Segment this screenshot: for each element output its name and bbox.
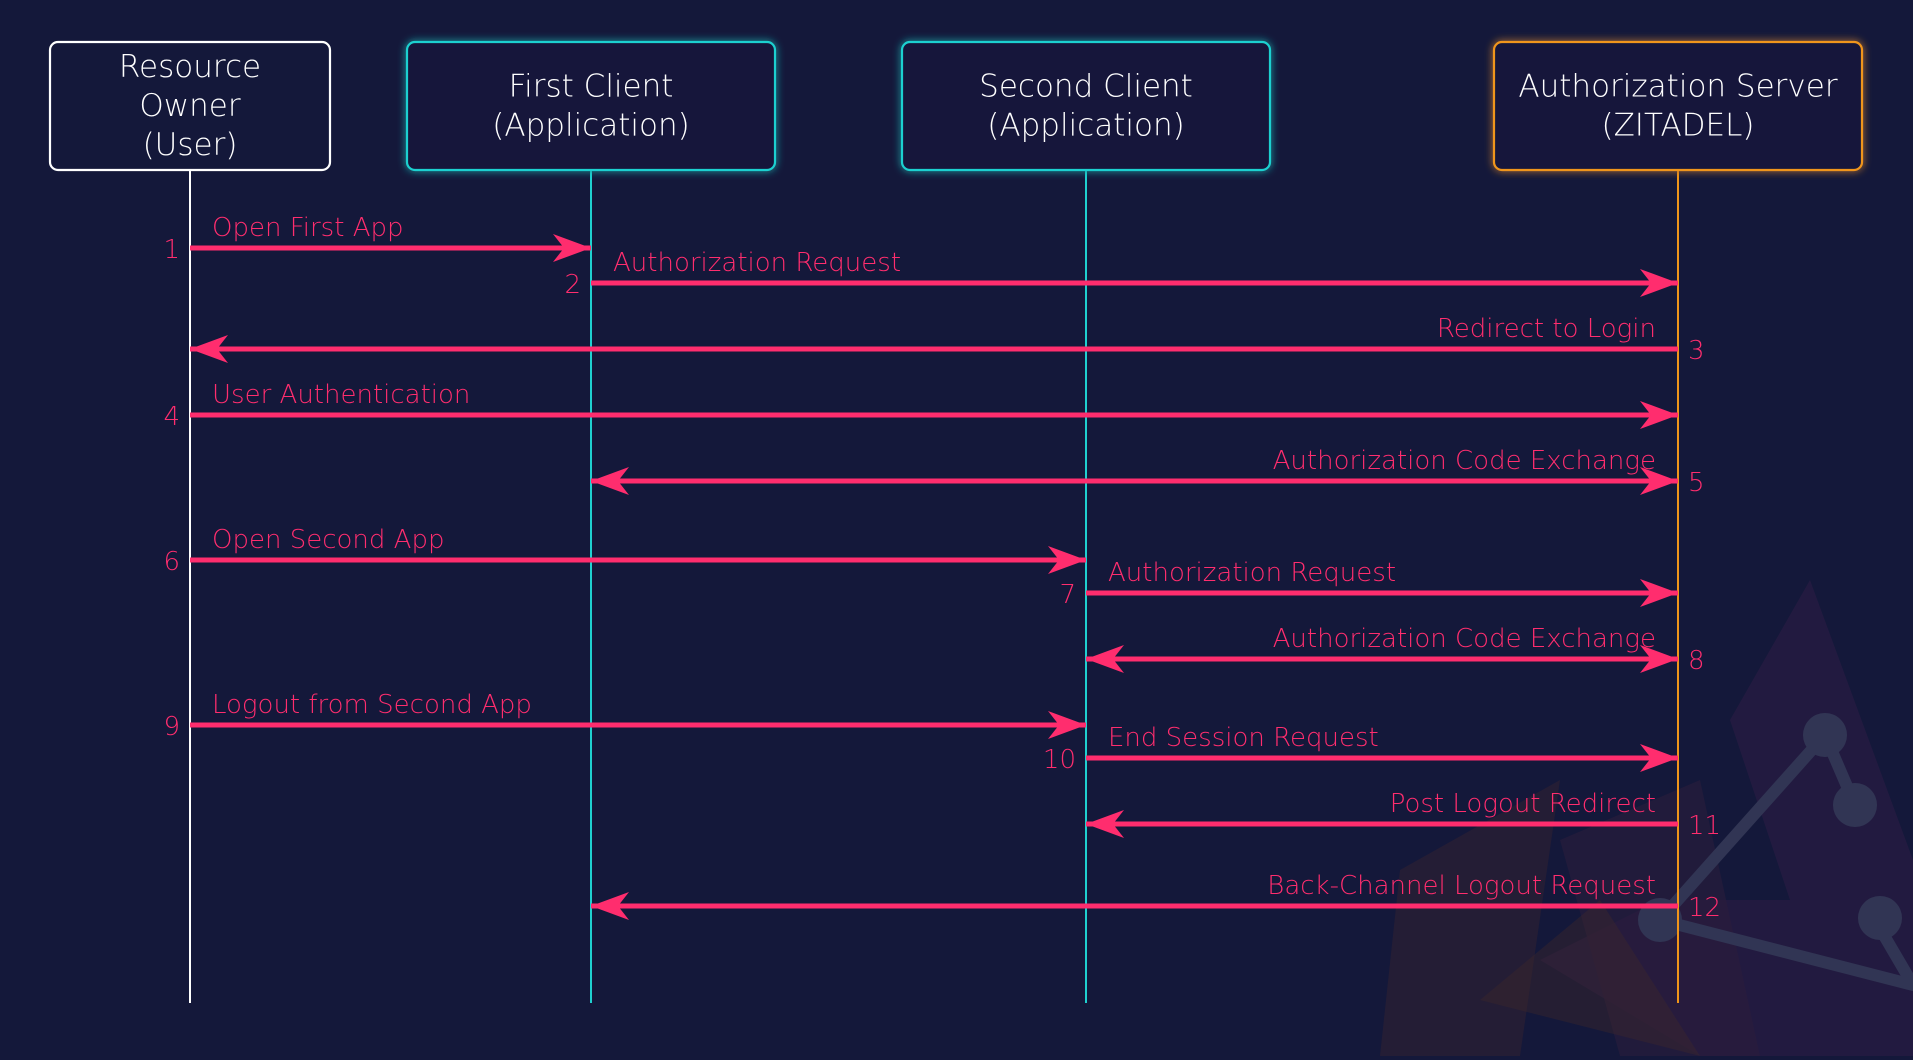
message-label: Open Second App <box>212 525 444 555</box>
arrowhead <box>1048 711 1086 739</box>
participant-box-first <box>405 40 777 172</box>
message-label: User Authentication <box>212 380 470 410</box>
participant-box-server <box>1492 40 1864 172</box>
message-3: Redirect to Login 3 <box>190 314 1705 366</box>
arrowhead <box>1640 467 1678 495</box>
message-7: Authorization Request 7 <box>1059 558 1678 610</box>
arrowhead <box>1640 579 1678 607</box>
participant-box-user <box>48 40 332 172</box>
arrowhead <box>553 234 591 262</box>
message-label: Redirect to Login <box>1437 314 1656 344</box>
arrowhead <box>190 335 228 363</box>
message-label: Open First App <box>212 213 403 243</box>
arrowhead <box>1086 645 1124 673</box>
message-label: End Session Request <box>1108 723 1379 753</box>
message-label: Back-Channel Logout Request <box>1267 871 1656 901</box>
message-9: Logout from Second App 9 <box>163 690 1086 742</box>
arrowhead <box>1048 546 1086 574</box>
participant-label-line: Authorization Server <box>1518 69 1837 105</box>
step-number: 5 <box>1688 468 1705 498</box>
step-number: 11 <box>1688 811 1721 841</box>
message-2: Authorization Request 2 <box>564 248 1678 300</box>
message-label: Authorization Request <box>1108 558 1396 588</box>
message-6: Open Second App 6 <box>163 525 1086 577</box>
arrowhead <box>1086 810 1124 838</box>
participant-label-line: Owner <box>139 88 240 124</box>
arrowhead <box>591 467 629 495</box>
message-label: Authorization Code Exchange <box>1273 624 1656 654</box>
participant-label-line: (User) <box>143 127 238 163</box>
arrowhead <box>1640 269 1678 297</box>
participant-label-line: Resource <box>119 49 261 85</box>
message-label: Post Logout Redirect <box>1390 789 1656 819</box>
arrowhead <box>1640 744 1678 772</box>
step-number: 9 <box>163 712 180 742</box>
participant-label-line: Second Client <box>979 69 1193 105</box>
step-number: 7 <box>1059 580 1076 610</box>
arrowhead <box>1640 401 1678 429</box>
participant-label-line: (Application) <box>492 108 689 144</box>
message-label: Logout from Second App <box>212 690 532 720</box>
message-11: Post Logout Redirect 11 <box>1086 789 1721 841</box>
message-5: Authorization Code Exchange 5 <box>591 446 1705 498</box>
arrowhead <box>591 892 629 920</box>
message-12: Back-Channel Logout Request 12 <box>591 871 1721 923</box>
step-number: 1 <box>163 235 180 265</box>
participant-label-line: First Client <box>509 69 674 105</box>
message-4: User Authentication 4 <box>163 380 1678 432</box>
participant-server: Authorization Server(ZITADEL) <box>1492 40 1864 172</box>
message-1: Open First App 1 <box>163 213 591 265</box>
message-label: Authorization Code Exchange <box>1273 446 1656 476</box>
message-8: Authorization Code Exchange 8 <box>1086 624 1705 676</box>
step-number: 3 <box>1688 336 1705 366</box>
participant-first: First Client(Application) <box>405 40 777 172</box>
step-number: 12 <box>1688 893 1721 923</box>
step-number: 10 <box>1043 745 1076 775</box>
participant-label-line: (ZITADEL) <box>1601 108 1754 144</box>
step-number: 8 <box>1688 646 1705 676</box>
step-number: 2 <box>564 270 581 300</box>
arrowhead <box>1640 645 1678 673</box>
step-number: 6 <box>163 547 180 577</box>
zitadel-watermark-icon <box>1380 580 1913 1056</box>
message-10: End Session Request 10 <box>1043 723 1678 775</box>
message-label: Authorization Request <box>613 248 901 278</box>
step-number: 4 <box>163 402 180 432</box>
participant-box-second <box>900 40 1272 172</box>
participant-second: Second Client(Application) <box>900 40 1272 172</box>
participant-label-line: (Application) <box>987 108 1184 144</box>
